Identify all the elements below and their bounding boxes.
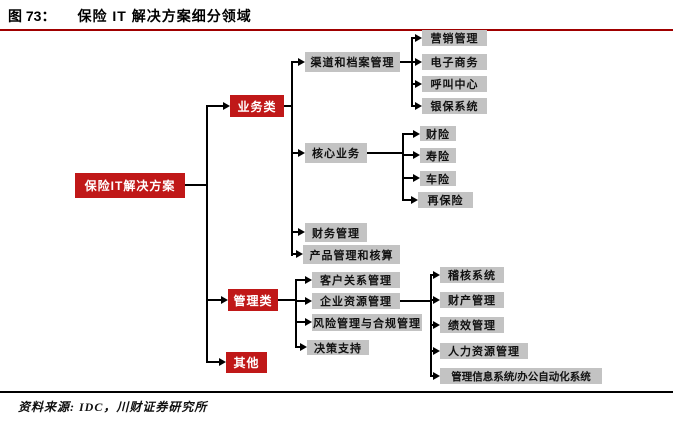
connector-arrow-ecommerce: [411, 58, 422, 66]
source-note: 资料来源: IDC，川财证券研究所: [18, 400, 208, 414]
node-asset-mgmt: 财产管理: [440, 292, 504, 308]
connector-arrow-reinsurance: [402, 196, 418, 204]
node-channel-archive-mgmt: 渠道和档案管理: [305, 52, 400, 72]
connector-root-line: [185, 184, 207, 186]
footer-rule: [0, 391, 673, 393]
node-audit-system: 稽核系统: [440, 267, 504, 283]
connector-arrow-risk: [295, 318, 312, 326]
connector-arrow-channel: [291, 58, 305, 66]
connector-erm-out: [400, 300, 432, 302]
connector-main-trunk: [206, 105, 208, 363]
connector-arrow-other: [206, 358, 226, 366]
node-ecommerce: 电子商务: [422, 54, 487, 70]
node-performance-mgmt: 绩效管理: [440, 317, 504, 333]
connector-arrow-core: [291, 149, 305, 157]
node-financial-mgmt: 财务管理: [305, 223, 367, 242]
connector-channel-trunk: [411, 37, 413, 107]
node-marketing-mgmt: 营销管理: [422, 30, 487, 46]
node-insurance-it-solutions: 保险IT解决方案: [75, 173, 185, 198]
node-life-insurance: 寿险: [420, 148, 456, 163]
connector-arrow-performance: [430, 321, 440, 329]
node-auto-insurance: 车险: [420, 171, 456, 186]
node-product-mgmt-accounting: 产品管理和核算: [303, 245, 400, 264]
connector-arrow-mis: [430, 372, 440, 380]
connector-arrow-crm: [295, 276, 312, 284]
connector-arrow-life-ins: [402, 151, 420, 159]
connector-business-out: [284, 105, 293, 107]
connector-management-trunk: [295, 279, 297, 348]
connector-arrow-decision: [295, 343, 307, 351]
node-decision-support: 决策支持: [307, 340, 369, 355]
node-call-center: 呼叫中心: [422, 76, 487, 92]
connector-arrow-bancassurance: [411, 102, 422, 110]
connector-arrow-auto-ins: [402, 174, 420, 182]
connector-arrow-hr: [430, 347, 440, 355]
node-risk-compliance-mgmt: 风险管理与合规管理: [312, 314, 422, 331]
node-crm: 客户关系管理: [312, 272, 400, 288]
node-management-category: 管理类: [228, 289, 278, 311]
node-erm: 企业资源管理: [312, 293, 400, 309]
connector-arrow-callcenter: [411, 80, 422, 88]
figure-header: 图 73： 保险 IT 解决方案细分领域: [8, 6, 668, 26]
connector-channel-out: [400, 61, 412, 63]
node-bancassurance-system: 银保系统: [422, 98, 487, 114]
connector-business-trunk: [291, 61, 293, 256]
connector-arrow-finance: [291, 228, 305, 236]
connector-arrow-audit: [430, 271, 440, 279]
connector-core-out: [367, 152, 403, 154]
figure-number: 图 73：: [8, 8, 56, 24]
connector-arrow-erm: [295, 297, 312, 305]
connector-arrow-asset: [430, 296, 440, 304]
header-rule: [0, 29, 673, 31]
connector-arrow-property-ins: [402, 130, 420, 138]
node-property-insurance: 财险: [420, 126, 456, 141]
connector-core-trunk: [402, 133, 404, 201]
figure-title: 保险 IT 解决方案细分领域: [77, 8, 252, 24]
node-hr-mgmt: 人力资源管理: [440, 343, 528, 359]
node-other-category: 其他: [226, 352, 267, 373]
node-mis-oa-system: 管理信息系统/办公自动化系统: [440, 368, 602, 384]
node-reinsurance: 再保险: [418, 192, 473, 208]
node-business-category: 业务类: [230, 95, 284, 117]
connector-management-out: [278, 299, 297, 301]
connector-arrow-business: [206, 102, 230, 110]
connector-arrow-management: [206, 296, 228, 304]
connector-arrow-product: [291, 250, 303, 258]
connector-arrow-marketing: [411, 34, 422, 42]
node-core-business: 核心业务: [305, 143, 367, 163]
